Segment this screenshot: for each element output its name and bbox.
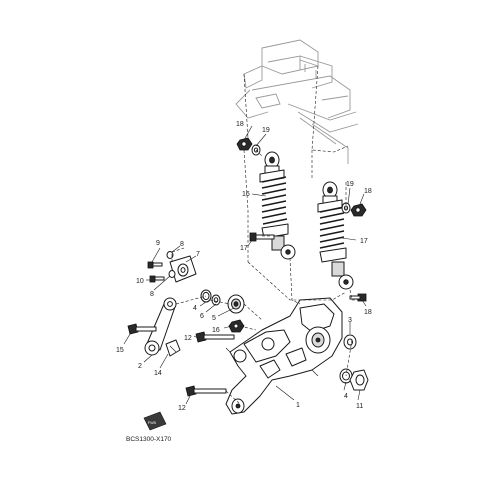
bearing-5	[227, 294, 245, 314]
callout-17-left: 17	[240, 245, 248, 252]
bolt-12-lower	[185, 385, 227, 397]
callout-1: 1	[296, 402, 300, 409]
collar-11	[349, 369, 369, 391]
callout-2: 2	[138, 363, 142, 370]
washer-8-upper	[166, 251, 174, 259]
callout-4-right: 4	[344, 393, 348, 400]
upper-mount-nut-right	[350, 203, 367, 217]
bolt-9	[147, 261, 163, 269]
leader-lines	[123, 125, 367, 405]
bracket-7	[169, 255, 197, 283]
bolt-14	[127, 323, 157, 335]
callout-12-lower: 12	[178, 405, 186, 412]
shock-absorber-left	[259, 151, 296, 260]
callout-19-right: 19	[346, 181, 354, 188]
callout-14: 15	[116, 347, 124, 354]
callout-15: 16	[212, 327, 220, 334]
callout-8-lower: 8	[150, 291, 154, 298]
callout-16-right: 17	[360, 238, 368, 245]
callout-3: 3	[348, 317, 352, 324]
callout-19-left: 19	[262, 127, 270, 134]
callout-17-right: 18	[364, 309, 372, 316]
bolt-12-upper	[195, 331, 235, 343]
shock-absorber-right	[317, 181, 354, 290]
catalog-code: BCS1300-X170	[126, 436, 172, 443]
callout-8-upper: 8	[180, 241, 184, 248]
link-2	[144, 297, 177, 356]
bolt-10	[149, 275, 165, 283]
lower-mount-bolt-right	[349, 293, 367, 302]
callout-12-upper: 12	[184, 335, 192, 342]
callout-11: 11	[356, 403, 363, 410]
collar-3	[343, 334, 357, 350]
callout-7: 7	[196, 251, 200, 258]
upper-mount-nut-left	[236, 137, 253, 151]
callout-18-right: 18	[364, 188, 372, 195]
callout-18-left: 18	[236, 121, 244, 128]
frame-outline	[235, 39, 359, 164]
fwd-label: FWD	[148, 421, 157, 425]
fwd-arrow-icon: FWD	[143, 411, 167, 431]
callout-10: 10	[136, 278, 144, 285]
callout-4-left: 4	[193, 305, 197, 312]
washer-8-lower	[168, 270, 176, 278]
clip-13	[165, 339, 181, 357]
callout-9: 9	[156, 240, 160, 247]
callout-labels: 18 19 16 17 19 18 17 18 3 4 11 1 9 8 7 1…	[116, 121, 372, 412]
rear-arm	[225, 297, 343, 415]
callout-13: 14	[154, 370, 162, 377]
callout-5: 5	[212, 315, 216, 322]
washer-6	[211, 294, 221, 306]
nut-15	[228, 319, 245, 333]
callout-6: 6	[200, 313, 204, 320]
callout-16-left: 16	[242, 191, 250, 198]
lower-mount-bolt-left	[249, 232, 275, 242]
